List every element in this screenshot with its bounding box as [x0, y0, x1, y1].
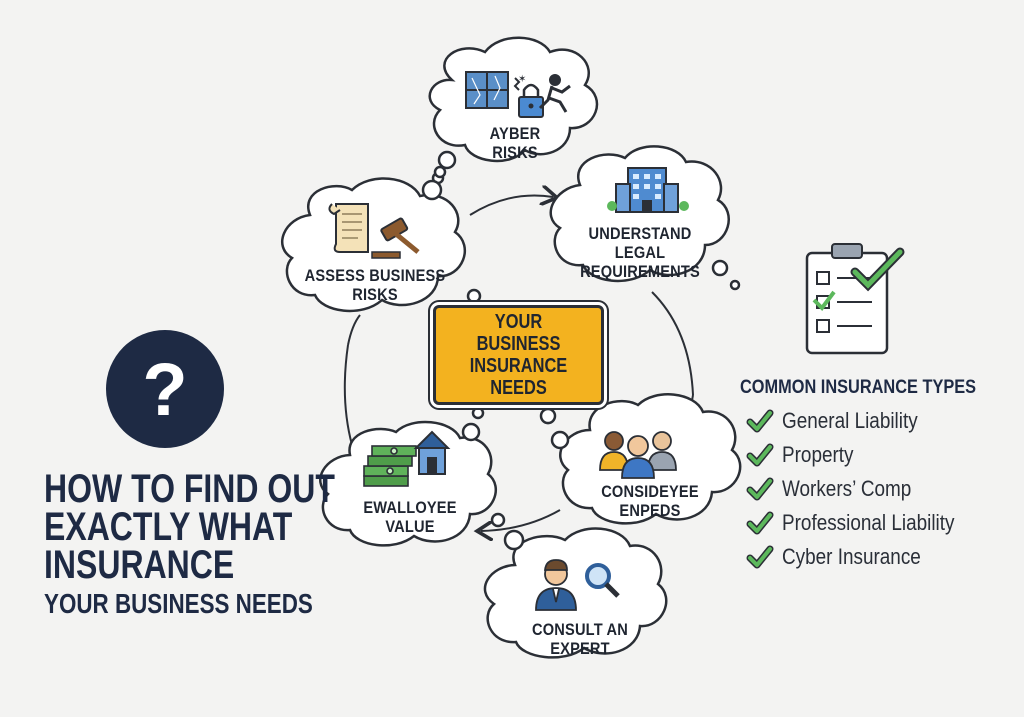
insurance-type-item: Cyber Insurance [746, 542, 943, 572]
step-label-employee: CONSIDEYEE ENPEDS [590, 482, 710, 520]
magnifier-icon [585, 563, 620, 598]
bubble-legal-requirements [549, 145, 741, 291]
insurance-type-label: General Liability [782, 408, 918, 433]
insurance-type-item: General Liability [746, 406, 940, 436]
step-value-line1: EWALLOYEE [363, 498, 457, 517]
title-line-1: HOW TO FIND OUT [44, 467, 335, 511]
insurance-type-item: Workers’ Comp [746, 474, 932, 504]
check-icon [746, 409, 774, 433]
money-stack-icon [363, 445, 417, 487]
gavel-icon [371, 217, 420, 259]
step-label-expert: CONSULT AN EXPERT [520, 620, 640, 658]
insurance-type-label: Workers’ Comp [782, 476, 912, 501]
check-icon [746, 477, 774, 501]
step-legal-line2: REQUIREMENTS [580, 262, 700, 281]
step-legal-line1: UNDERSTAND LEGAL [588, 224, 692, 262]
svg-text:✶: ✶ [518, 74, 526, 85]
center-needs-text: YOUR BUSINESS INSURANCE NEEDS [451, 311, 586, 399]
step-value-line2: VALUE [385, 517, 435, 536]
bubble-assess-risks [280, 165, 466, 313]
connector-value-to-left [343, 344, 353, 446]
step-assess-line2: RISKS [352, 285, 398, 304]
scroll-icon [328, 203, 369, 253]
step-cyber-line2: RISKS [492, 143, 538, 162]
intruder-icon: ✶ [513, 74, 571, 113]
bubble-consult-expert [483, 512, 668, 659]
bubble-evaluate-value [319, 406, 498, 547]
check-icon [746, 443, 774, 467]
step-expert-line1: CONSULT AN [532, 620, 628, 639]
step-cyber-line1: AYBER [489, 124, 541, 143]
check-icon [746, 545, 774, 569]
step-label-value: EWALLOYEE VALUE [350, 498, 470, 536]
step-employee-line1: CONSIDEYEE [601, 482, 699, 501]
step-label-assess: ASSESS BUSINESS RISKS [302, 266, 448, 304]
people-group-icon [599, 431, 677, 479]
step-expert-line2: EXPERT [550, 639, 610, 658]
house-icon [413, 430, 451, 475]
center-needs-box: YOUR BUSINESS INSURANCE NEEDS [433, 305, 604, 405]
connector-legal-to-right [651, 291, 694, 396]
step-employee-line2: ENPEDS [619, 501, 681, 520]
insurance-type-label: Professional Liability [782, 510, 955, 535]
title-line-4: YOUR BUSINESS NEEDS [44, 588, 313, 619]
connector-left-to-assess [347, 314, 361, 346]
arrow-assess-to-legal [469, 195, 553, 216]
office-building-icon [607, 167, 689, 213]
insurance-type-item: Property [746, 440, 865, 470]
check-icon [746, 511, 774, 535]
step-label-cyber: AYBER RISKS [468, 124, 563, 162]
types-title: COMMON INSURANCE TYPES [740, 377, 977, 398]
advisor-icon [535, 559, 577, 611]
center-line2: INSURANCE [469, 355, 568, 377]
step-assess-line1: ASSESS BUSINESS [304, 266, 446, 285]
title-line-3: INSURANCE [44, 543, 235, 587]
insurance-type-label: Cyber Insurance [782, 544, 921, 569]
insurance-type-label: Property [782, 442, 854, 467]
step-label-legal: UNDERSTAND LEGAL REQUIREMENTS [563, 224, 718, 281]
center-line3: NEEDS [490, 377, 547, 399]
clipboard-icon [805, 243, 905, 355]
question-mark-icon: ? [106, 330, 224, 448]
bubble-employee-needs [541, 393, 742, 525]
arrow-employee-to-value [481, 509, 561, 531]
title-line-2: EXACTLY WHAT [44, 505, 293, 549]
center-line1: YOUR BUSINESS [476, 311, 561, 355]
window-icon [465, 71, 509, 109]
insurance-type-item: Professional Liability [746, 508, 983, 538]
